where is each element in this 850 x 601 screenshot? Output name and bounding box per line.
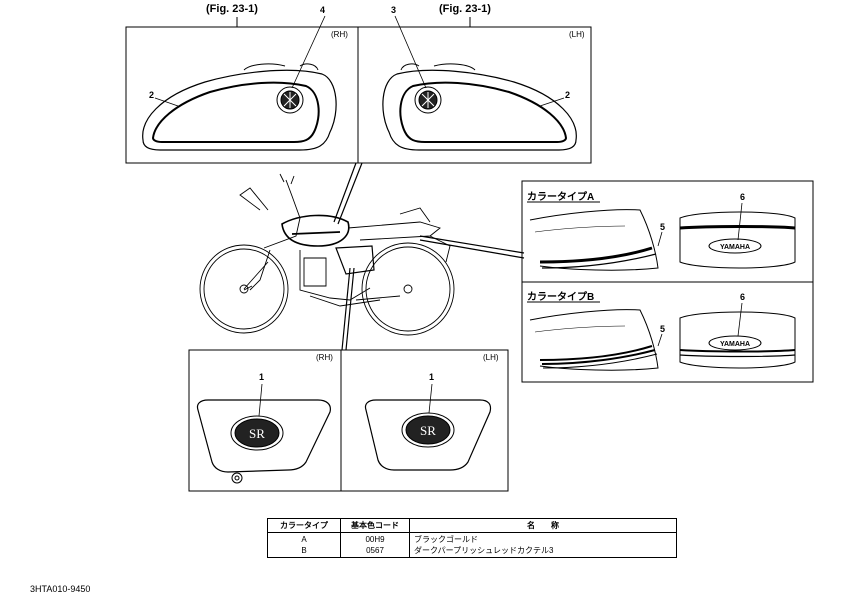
fuel-tank-lh <box>382 63 577 151</box>
row-type-b: B <box>301 546 307 555</box>
row-code-b: 0567 <box>366 546 384 555</box>
side-cover-lh <box>364 399 492 471</box>
tank-panel-lh <box>357 26 592 164</box>
type-a-tank-tail <box>529 209 659 271</box>
row-name-a: ブラックゴールド <box>414 535 478 544</box>
callout-type-a-stripe: 5 <box>660 222 666 232</box>
document-id: 3HTA010-9450 <box>30 584 91 594</box>
header-name: 名 称 <box>409 518 677 533</box>
row-name-b: ダークパープリッシュレッドカクテル3 <box>414 546 554 555</box>
callout-type-a-emblem: 6 <box>740 192 746 202</box>
sr-badge-rh: SR <box>249 426 265 441</box>
callout-tank-lh-stripe: 2 <box>565 90 571 100</box>
fig-ref-left: (Fig. 23-1) <box>206 3 258 15</box>
callout-type-b-stripe: 5 <box>660 324 666 334</box>
tank-lh-label: (LH) <box>569 30 585 39</box>
row-code-a: 00H9 <box>365 535 385 544</box>
callout-tank-rh-stripe: 2 <box>149 90 155 100</box>
sr-badge-lh: SR <box>420 423 436 438</box>
callout-cover-lh: 1 <box>429 372 435 382</box>
fig-ref-right: (Fig. 23-1) <box>439 3 491 15</box>
callout-tank-lh-emblem: 3 <box>391 5 397 15</box>
yamaha-emblem-a: YAMAHA <box>720 244 750 251</box>
color-type-b-title: カラータイプB <box>527 292 595 303</box>
type-b-tank-top <box>679 311 796 369</box>
cover-rh-label: (RH) <box>316 353 333 362</box>
motorcycle-overview <box>199 173 455 336</box>
callout-type-b-emblem: 6 <box>740 292 746 302</box>
header-base-color-code: 基本色コード <box>340 518 410 533</box>
cover-lh-label: (LH) <box>483 353 499 362</box>
fuel-tank-rh <box>142 63 337 151</box>
table-row: A B 00H9 0567 ブラックゴールド ダークパープリッシュレッドカクテル… <box>267 532 677 558</box>
side-cover-panel-lh <box>340 349 509 492</box>
callout-tank-rh-emblem: 4 <box>320 5 326 15</box>
tank-rh-label: (RH) <box>331 30 348 39</box>
color-spec-table: カラータイプ 基本色コード 名 称 A B 00H9 0567 ブラックゴールド… <box>267 518 677 558</box>
type-a-tank-top <box>679 211 796 269</box>
yamaha-emblem-b: YAMAHA <box>720 341 750 348</box>
callout-cover-rh: 1 <box>259 372 265 382</box>
color-type-a-title: カラータイプA <box>527 192 595 203</box>
table-header-row: カラータイプ 基本色コード 名 称 <box>267 518 677 533</box>
row-type-a: A <box>301 535 307 544</box>
side-cover-rh <box>196 399 331 484</box>
header-color-type: カラータイプ <box>267 518 341 533</box>
type-b-tank-tail <box>529 309 659 371</box>
